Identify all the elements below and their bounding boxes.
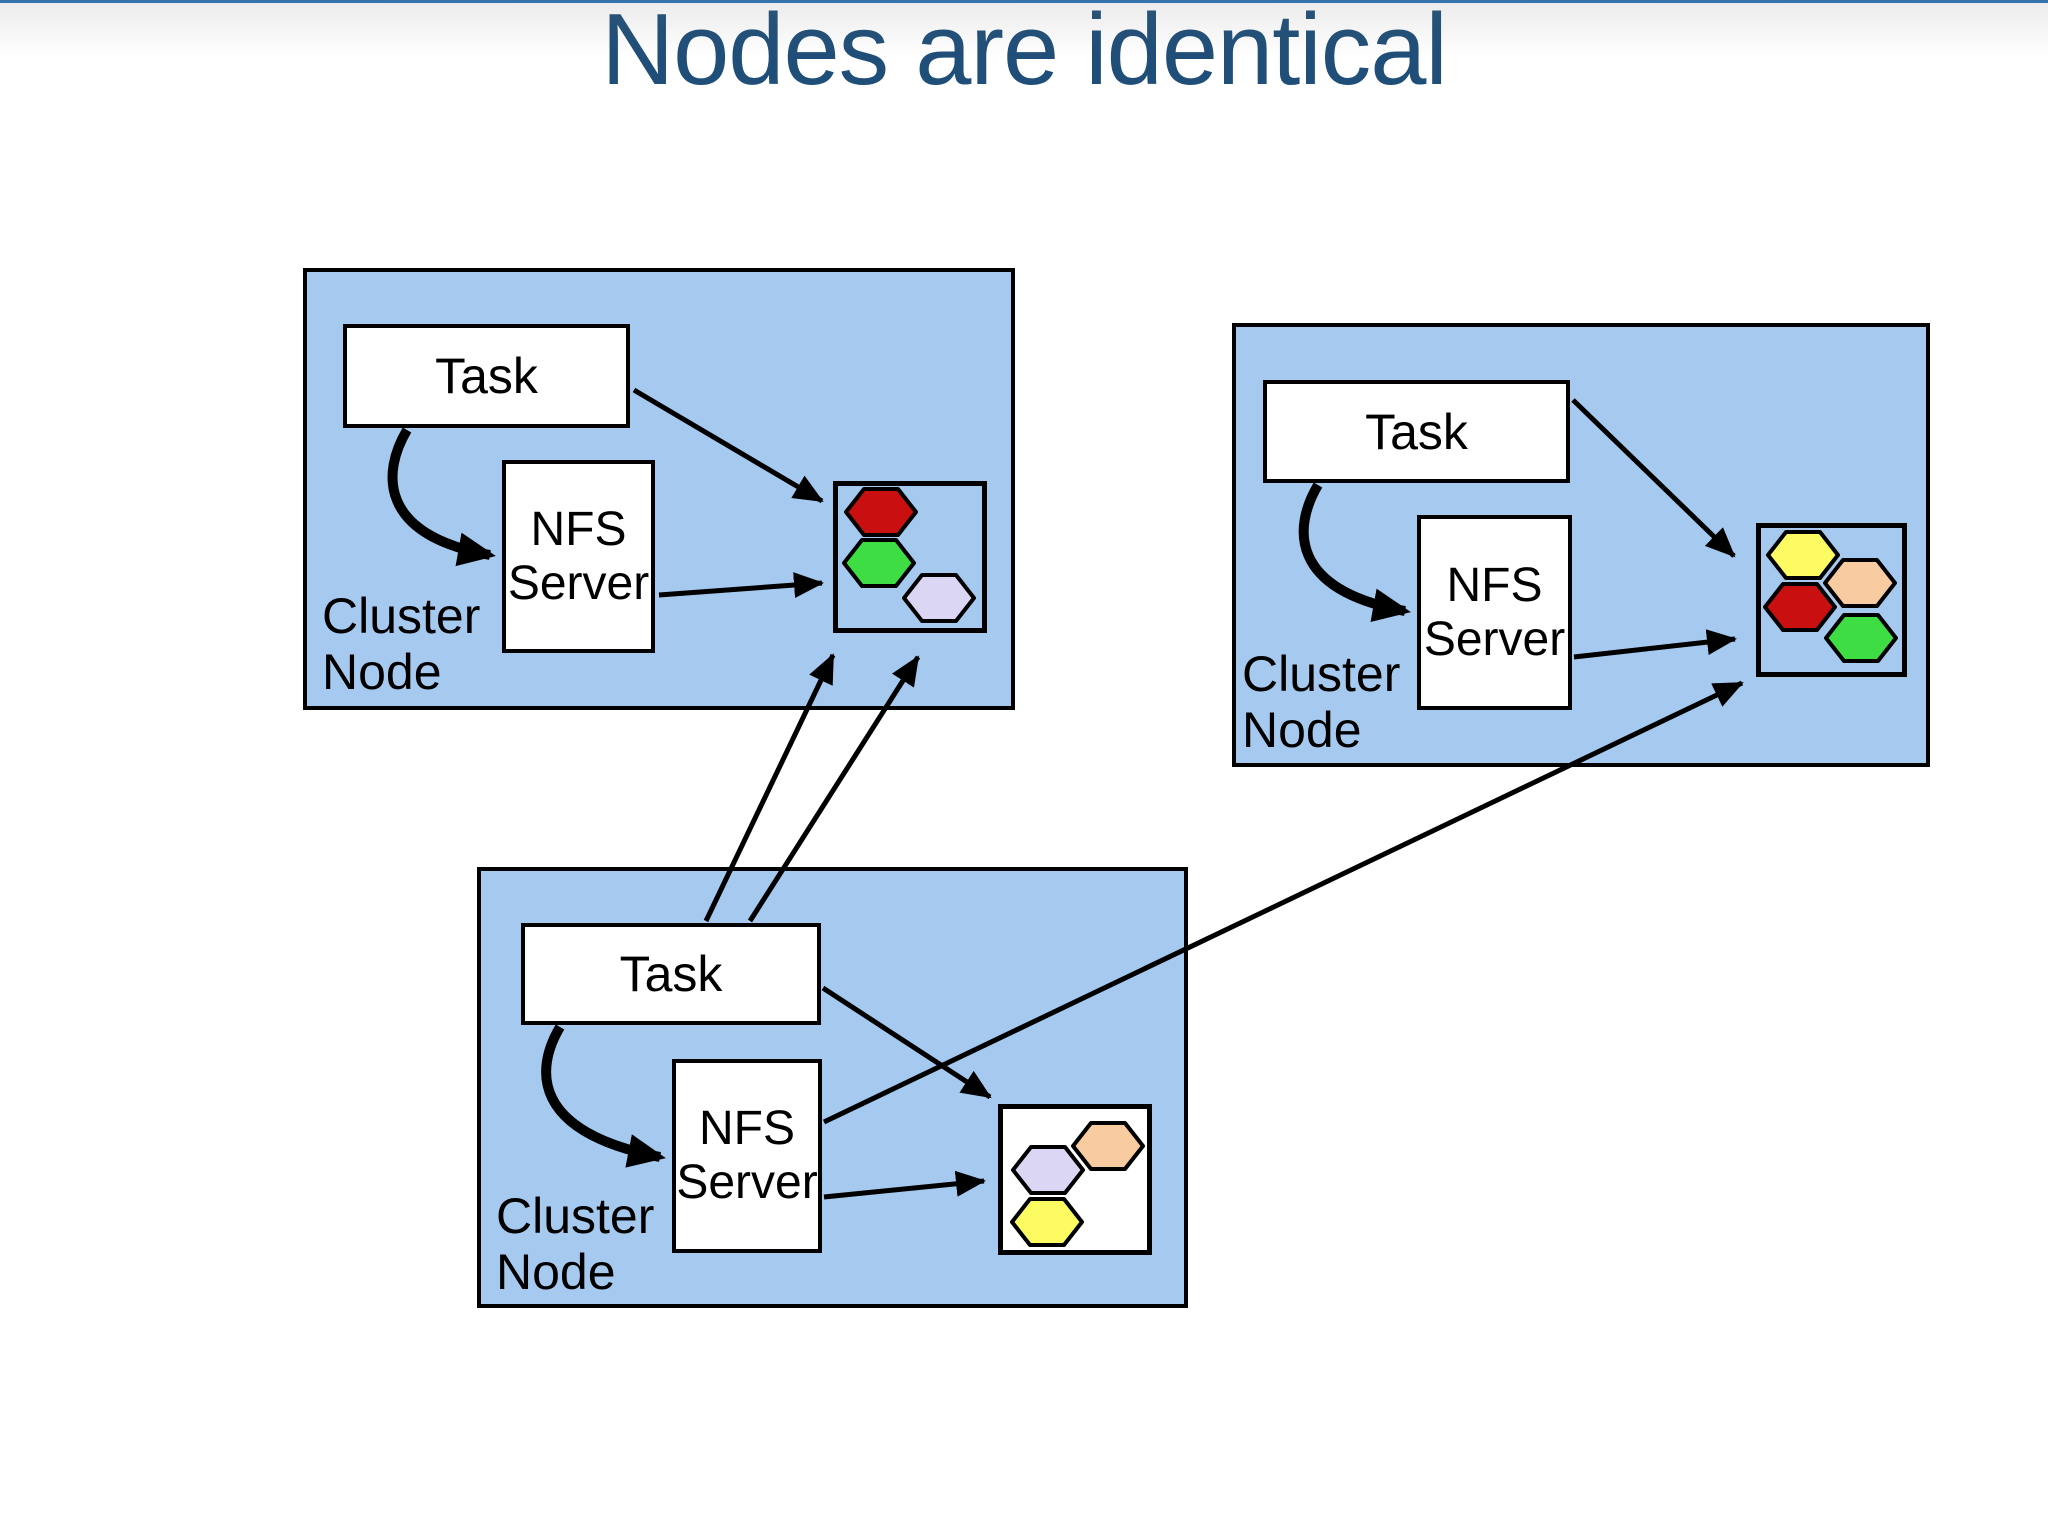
nfs-label-1: NFS Server [507, 502, 650, 610]
task-label-3: Task [619, 946, 723, 1002]
task-box-3: Task [521, 923, 821, 1025]
task-label-2: Task [1365, 403, 1468, 460]
title-underline-rule [0, 0, 2048, 3]
nfs-label-2: NFS Server [1423, 558, 1566, 666]
cluster-node-label-1: Cluster Node [322, 588, 481, 700]
cluster-node-label-2: Cluster Node [1242, 646, 1401, 758]
task-box-2: Task [1263, 380, 1570, 483]
storage-box-1 [833, 481, 987, 633]
task-label-1: Task [435, 348, 538, 404]
storage-box-3 [998, 1104, 1152, 1255]
nfs-label-3: NFS Server [676, 1102, 818, 1209]
storage-box-2 [1756, 523, 1907, 677]
nfs-server-box-1: NFS Server [502, 460, 655, 653]
nfs-server-box-3: NFS Server [672, 1059, 822, 1253]
nfs-server-box-2: NFS Server [1417, 515, 1572, 710]
page-title: Nodes are identical [0, 0, 2048, 101]
task-box-1: Task [343, 324, 630, 428]
cluster-node-label-3: Cluster Node [496, 1188, 655, 1300]
title-rule-shadow [0, 0, 2048, 58]
